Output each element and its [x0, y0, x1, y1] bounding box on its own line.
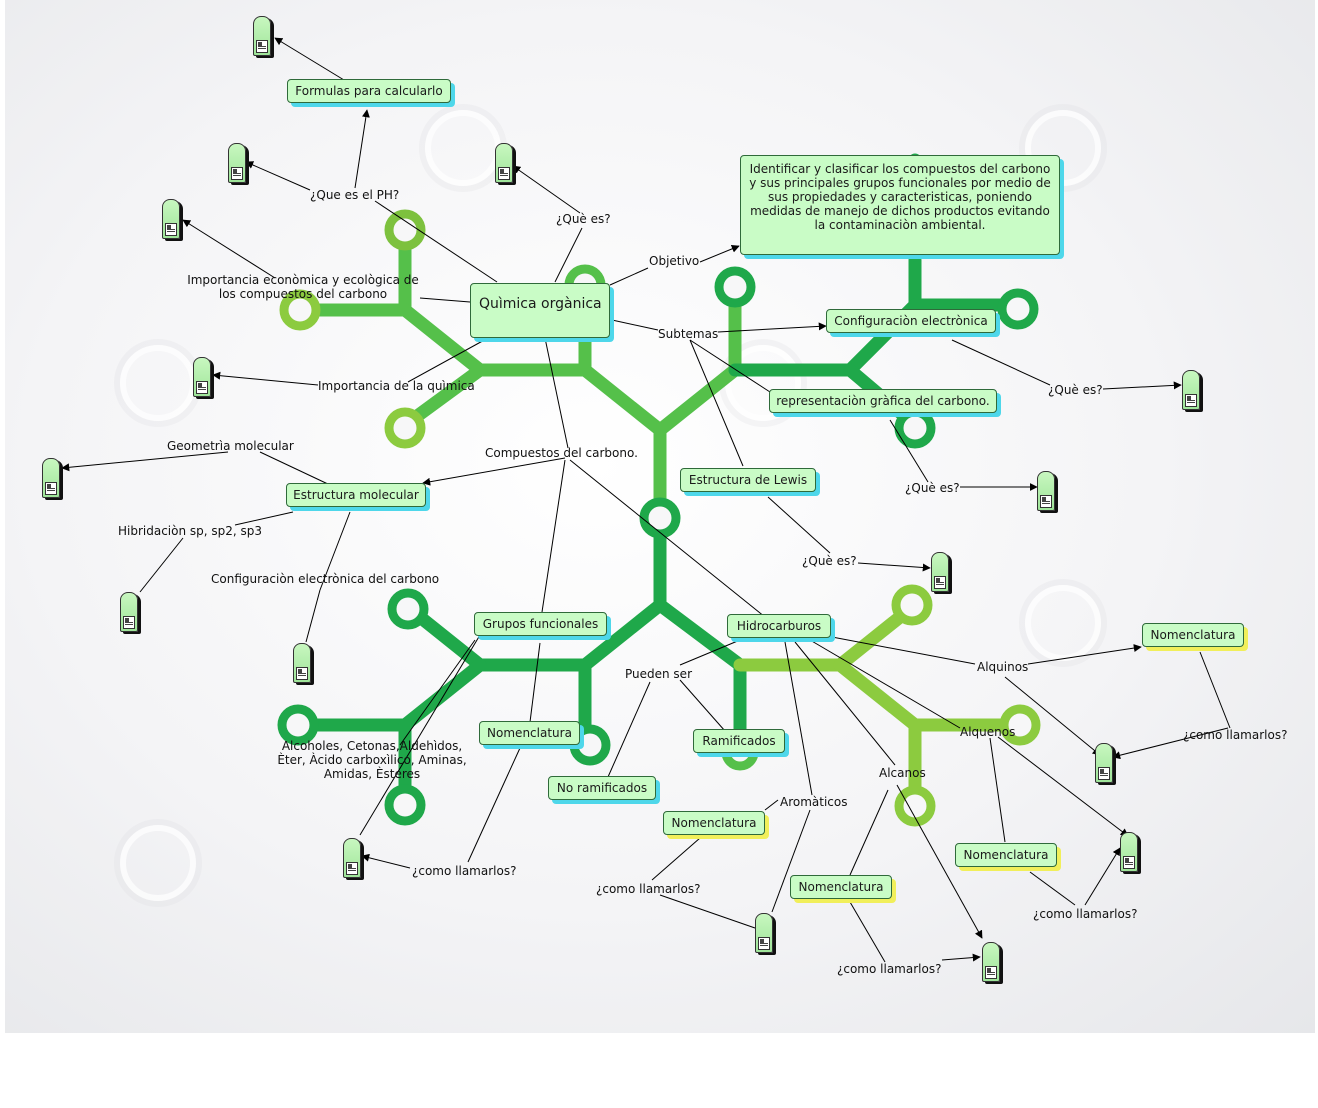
- label-hibridacion: Hibridaciòn sp, sp2, sp3: [118, 524, 263, 538]
- resource-document-icon[interactable]: [495, 143, 513, 183]
- watermark-swirl: [1025, 585, 1101, 661]
- label-que-es-config: ¿Què es?: [1048, 383, 1103, 397]
- node-nomenclatura-alcanos[interactable]: Nomenclatura: [790, 875, 892, 899]
- resource-document-icon[interactable]: [1037, 471, 1055, 511]
- resource-document-icon[interactable]: [228, 143, 246, 183]
- node-nomenclatura-grupos[interactable]: Nomenclatura: [479, 721, 580, 745]
- node-nomenclatura-alquenos[interactable]: Nomenclatura: [955, 843, 1057, 867]
- label-importancia-quimica: Importancia de la quìmica: [318, 379, 475, 393]
- label-alquenos: Alquenos: [960, 725, 1016, 739]
- node-ramificados[interactable]: Ramificados: [693, 729, 785, 753]
- label-geometria-molecular: Geometrìa molecular: [167, 439, 294, 453]
- label-objetivo: Objetivo: [649, 254, 700, 268]
- label-compuestos-carbono: Compuestos del carbono.: [485, 446, 638, 460]
- node-hidrocarburos[interactable]: Hidrocarburos: [727, 614, 831, 638]
- label-que-es-ph: ¿Que es el PH?: [310, 188, 400, 202]
- label-como-llamarlos-aromaticos: ¿como llamarlos?: [596, 882, 701, 896]
- resource-document-icon[interactable]: [1182, 370, 1200, 410]
- label-pueden-ser: Pueden ser: [625, 667, 693, 681]
- node-objective-text[interactable]: Identificar y clasificar los compuestos …: [740, 155, 1060, 255]
- label-aromaticos: Aromàticos: [780, 795, 848, 809]
- resource-document-icon[interactable]: [293, 643, 311, 683]
- node-nomenclatura-aromaticos[interactable]: Nomenclatura: [663, 811, 765, 835]
- resource-document-icon[interactable]: [193, 357, 211, 397]
- resource-document-icon[interactable]: [162, 199, 180, 239]
- resource-document-icon[interactable]: [931, 552, 949, 592]
- label-alcoholes-lista: Alcoholes, Cetonas,Aldehìdos, Èter, Àcid…: [277, 739, 467, 781]
- label-que-es-lewis: ¿Què es?: [802, 554, 857, 568]
- node-representacion-grafica[interactable]: representaciòn gràfica del carbono.: [769, 389, 997, 413]
- resource-document-icon[interactable]: [343, 838, 361, 878]
- resource-document-icon[interactable]: [120, 592, 138, 632]
- resource-document-icon[interactable]: [982, 942, 1000, 982]
- node-formulas[interactable]: Formulas para calcularlo: [287, 79, 451, 103]
- connector-lines: [61, 37, 1231, 963]
- node-estructura-lewis[interactable]: Estructura de Lewis: [680, 468, 816, 492]
- label-config-carbono: Configuraciòn electrònica del carbono: [211, 572, 440, 586]
- watermark-swirl: [120, 825, 196, 901]
- resource-document-icon[interactable]: [253, 16, 271, 56]
- resource-document-icon[interactable]: [755, 913, 773, 953]
- node-no-ramificados[interactable]: No ramificados: [548, 776, 656, 800]
- node-grupos-funcionales[interactable]: Grupos funcionales: [474, 612, 607, 636]
- resource-document-icon[interactable]: [42, 458, 60, 498]
- resource-document-icon[interactable]: [1120, 832, 1138, 872]
- label-alcanos: Alcanos: [879, 766, 926, 780]
- node-estructura-molecular[interactable]: Estructura molecular: [286, 483, 426, 507]
- label-como-llamarlos-alquinos: ¿como llamarlos?: [1183, 728, 1288, 742]
- label-que-es-repr: ¿Què es?: [905, 481, 960, 495]
- label-como-llamarlos-grupos: ¿como llamarlos?: [412, 864, 517, 878]
- node-config-electronica[interactable]: Configuraciòn electrònica: [826, 309, 996, 333]
- node-quimica-organica[interactable]: Quìmica orgànica: [470, 283, 610, 338]
- label-como-llamarlos-alcanos: ¿como llamarlos?: [837, 962, 942, 976]
- label-como-llamarlos-alquenos: ¿como llamarlos?: [1033, 907, 1138, 921]
- label-que-es: ¿Què es?: [556, 212, 611, 226]
- resource-document-icon[interactable]: [1095, 743, 1113, 783]
- watermark-swirl: [1025, 110, 1101, 186]
- label-importancia-economica: Importancia econòmica y ecològica de los…: [187, 273, 419, 301]
- label-alquinos: Alquinos: [977, 660, 1029, 674]
- node-nomenclatura-alquinos[interactable]: Nomenclatura: [1142, 623, 1244, 647]
- label-subtemas: Subtemas: [658, 327, 719, 341]
